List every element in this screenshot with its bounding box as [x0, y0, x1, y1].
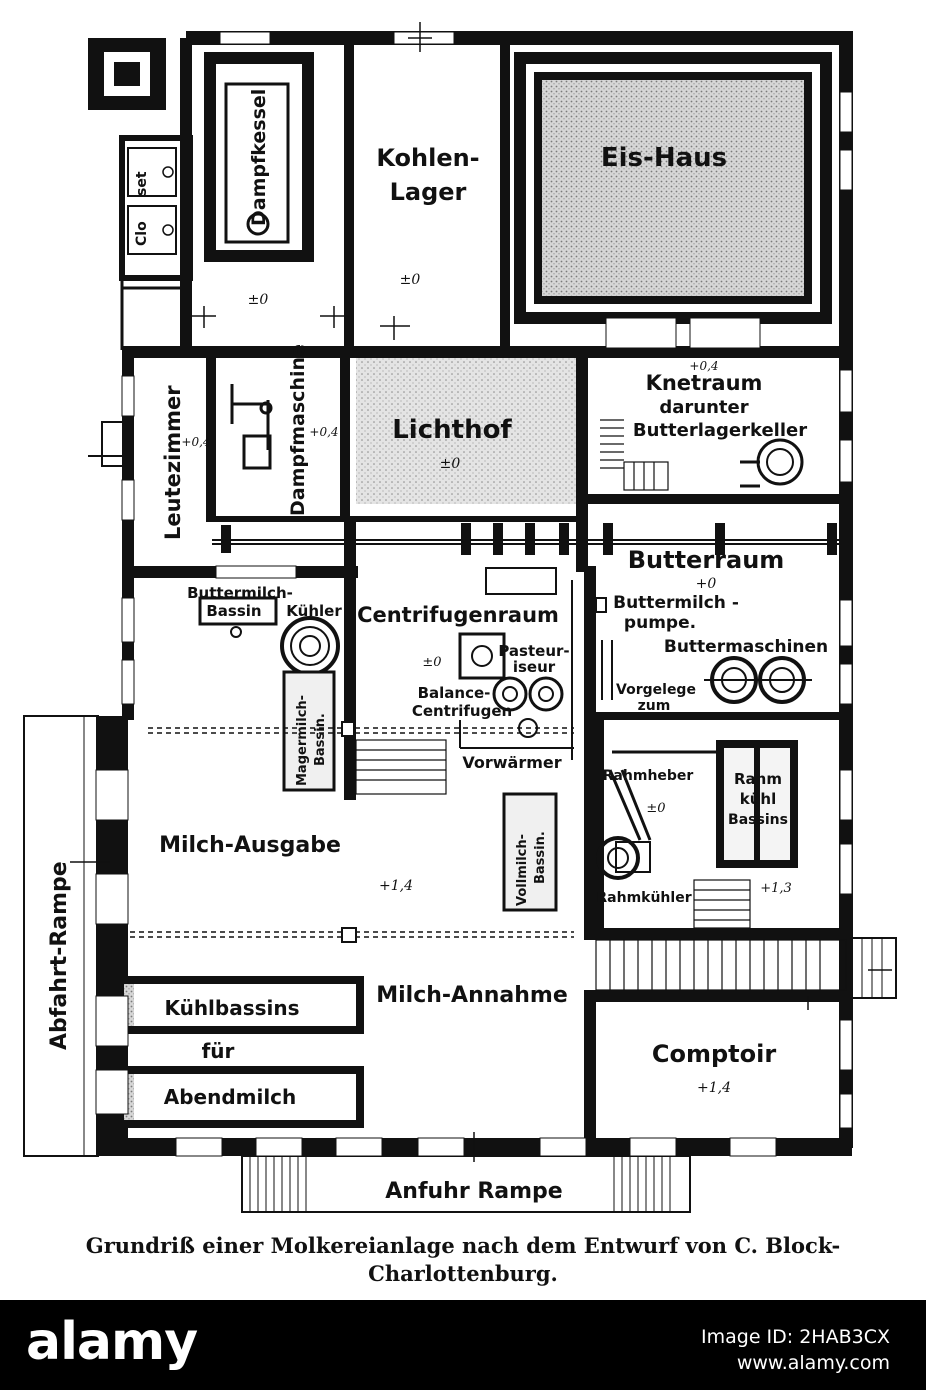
- label-dampfkessel: Dampfkessel: [248, 89, 270, 226]
- label-leutezimmer: Leutezimmer: [161, 385, 185, 540]
- level-knetraum: +0,4: [689, 359, 718, 373]
- level-milch-ausgabe: +1,4: [379, 878, 413, 894]
- west-door: [88, 421, 128, 467]
- label-knetraum-line3: Butterlagerkeller: [633, 420, 807, 441]
- label-comptoir: Comptoir: [652, 1040, 776, 1068]
- level-butterraum: +0: [696, 576, 717, 592]
- label-rahmkuehl-line2: kühl: [740, 790, 776, 808]
- figure-caption: Grundriß einer Molkereianlage nach dem E…: [40, 1232, 886, 1288]
- label-closet-part2: set: [134, 171, 150, 196]
- abfahrt-ramp: [23, 715, 99, 1157]
- windows: [95, 31, 853, 1157]
- label-buttermilchpumpe-line1: Buttermilch -: [613, 593, 739, 613]
- stairs-centrifuge: [355, 739, 447, 795]
- caption-line-2: Charlottenburg.: [368, 1261, 558, 1286]
- label-magermilch-line1: Magermilch-: [295, 695, 310, 786]
- level-centrifugen: ±0: [422, 655, 441, 670]
- caption-line-1: Grundriß einer Molkereianlage nach dem E…: [85, 1233, 841, 1258]
- label-rahmkuehl-line1: Rahm: [734, 770, 782, 788]
- label-magermilch-line2: Bassin.: [313, 713, 328, 766]
- buttermilk-basin: [198, 596, 278, 638]
- label-kuehler: Kühler: [286, 602, 342, 620]
- alamy-logo: alamy: [26, 1312, 198, 1372]
- label-dampfmaschine: Dampfmaschine: [287, 344, 309, 516]
- interior-walls: [122, 38, 846, 1148]
- level-kohlen: ±0: [400, 272, 421, 288]
- lichthof-shading: [356, 358, 576, 504]
- label-rahmkuehl-line3: Bassins: [728, 812, 788, 828]
- site-url: www.alamy.com: [736, 1352, 890, 1374]
- label-milch-ausgabe: Milch-Ausgabe: [159, 833, 341, 858]
- label-abendmilch: Abendmilch: [164, 1085, 297, 1109]
- level-dampfkessel: ±0: [248, 292, 269, 308]
- ice-house: [514, 52, 832, 324]
- door-marks: [70, 22, 892, 1162]
- label-knetraum-line1: Knetraum: [646, 371, 763, 395]
- label-closet-part1: Clo: [134, 221, 150, 246]
- east-step: [851, 937, 897, 999]
- label-rahmkuehler: Rahmkühler: [596, 890, 691, 906]
- label-abfahrt-rampe: Abfahrt-Rampe: [47, 861, 72, 1050]
- floor-plan-drawing: Dampfkessel Kohlen- Lager Eis-Haus Clo s…: [23, 22, 897, 1213]
- cream-cooler: [596, 836, 651, 880]
- label-eishaus: Eis-Haus: [601, 143, 727, 173]
- label-buttermilch-bassin-line1: Buttermilch-: [187, 584, 293, 602]
- anfuhr-ramp: [241, 1155, 691, 1213]
- drain-2: [341, 927, 357, 943]
- level-lichthof: ±0: [440, 456, 461, 472]
- whole-milk-basin: [502, 792, 558, 912]
- label-rahmheber: Rahmheber: [603, 768, 694, 784]
- label-buttermaschinen: Buttermaschinen: [664, 637, 828, 657]
- label-milch-annahme: Milch-Annahme: [376, 983, 568, 1008]
- closet-annex: [119, 135, 193, 350]
- level-rahmheber: ±0: [646, 801, 665, 816]
- label-pasteurisieur-line2: iseur: [513, 658, 556, 676]
- stairs-rahm: [693, 879, 751, 929]
- level-leutezimmer: +0,4: [181, 435, 210, 449]
- label-balance-line2: Centrifugen: [412, 702, 512, 720]
- level-rahmkuehler: +1,3: [760, 881, 792, 896]
- cream-lifter: [608, 750, 720, 841]
- butter-kneader: [740, 438, 804, 488]
- level-comptoir: +1,4: [697, 1080, 731, 1096]
- chimney: [88, 38, 166, 110]
- label-butterraum: Butterraum: [628, 546, 785, 574]
- label-vollmilch-line1: Vollmilch-: [515, 834, 530, 906]
- image-id: Image ID: 2HAB3CX: [701, 1326, 890, 1348]
- label-vorgelege-line1: Vorgelege: [616, 682, 696, 698]
- label-kohlen-line1: Kohlen-: [376, 144, 479, 172]
- skim-milk-basin: [282, 670, 336, 792]
- image-id-block: Image ID: 2HAB3CX www.alamy.com: [701, 1324, 890, 1376]
- label-knetraum-line2: darunter: [659, 397, 748, 418]
- transmission-shaft: [212, 523, 846, 555]
- evening-milk-basins: [124, 976, 364, 1128]
- label-buttermilch-bassin-line2: Bassin: [206, 602, 261, 620]
- steam-boiler: [204, 52, 314, 262]
- watermark-bar: alamy Image ID: 2HAB3CX www.alamy.com: [0, 1300, 926, 1390]
- butter-machines: [704, 656, 812, 704]
- drainage-lines: [130, 727, 574, 938]
- cream-cooling-basins: [716, 740, 798, 868]
- steam-engine: [230, 384, 273, 470]
- label-kuehlbassins: Kühlbassins: [164, 996, 299, 1020]
- label-anfuhr-rampe: Anfuhr Rampe: [385, 1179, 562, 1204]
- label-centrifugenraum: Centrifugenraum: [357, 603, 559, 627]
- centrifuge-equipment: [458, 567, 574, 760]
- stairs-comptoir: [595, 939, 847, 991]
- label-kohlen-line2: Lager: [390, 178, 467, 206]
- knetraum-stairs: [600, 419, 669, 491]
- label-vorgelege-line2: zum: [638, 698, 671, 714]
- label-lichthof: Lichthof: [392, 415, 512, 445]
- label-fuer: für: [202, 1039, 235, 1063]
- level-dampfmaschine: +0,4: [309, 425, 338, 439]
- buttermilk-pump: [595, 597, 613, 700]
- label-vorwaermer: Vorwärmer: [462, 753, 561, 772]
- label-vollmilch-line2: Bassin.: [533, 831, 548, 884]
- label-balance-line1: Balance-: [418, 684, 491, 702]
- milk-cooler: [280, 616, 340, 676]
- label-buttermilchpumpe-line2: pumpe.: [624, 613, 696, 633]
- label-pasteurisieur-line1: Pasteur-: [498, 642, 569, 660]
- drain-1: [341, 721, 355, 737]
